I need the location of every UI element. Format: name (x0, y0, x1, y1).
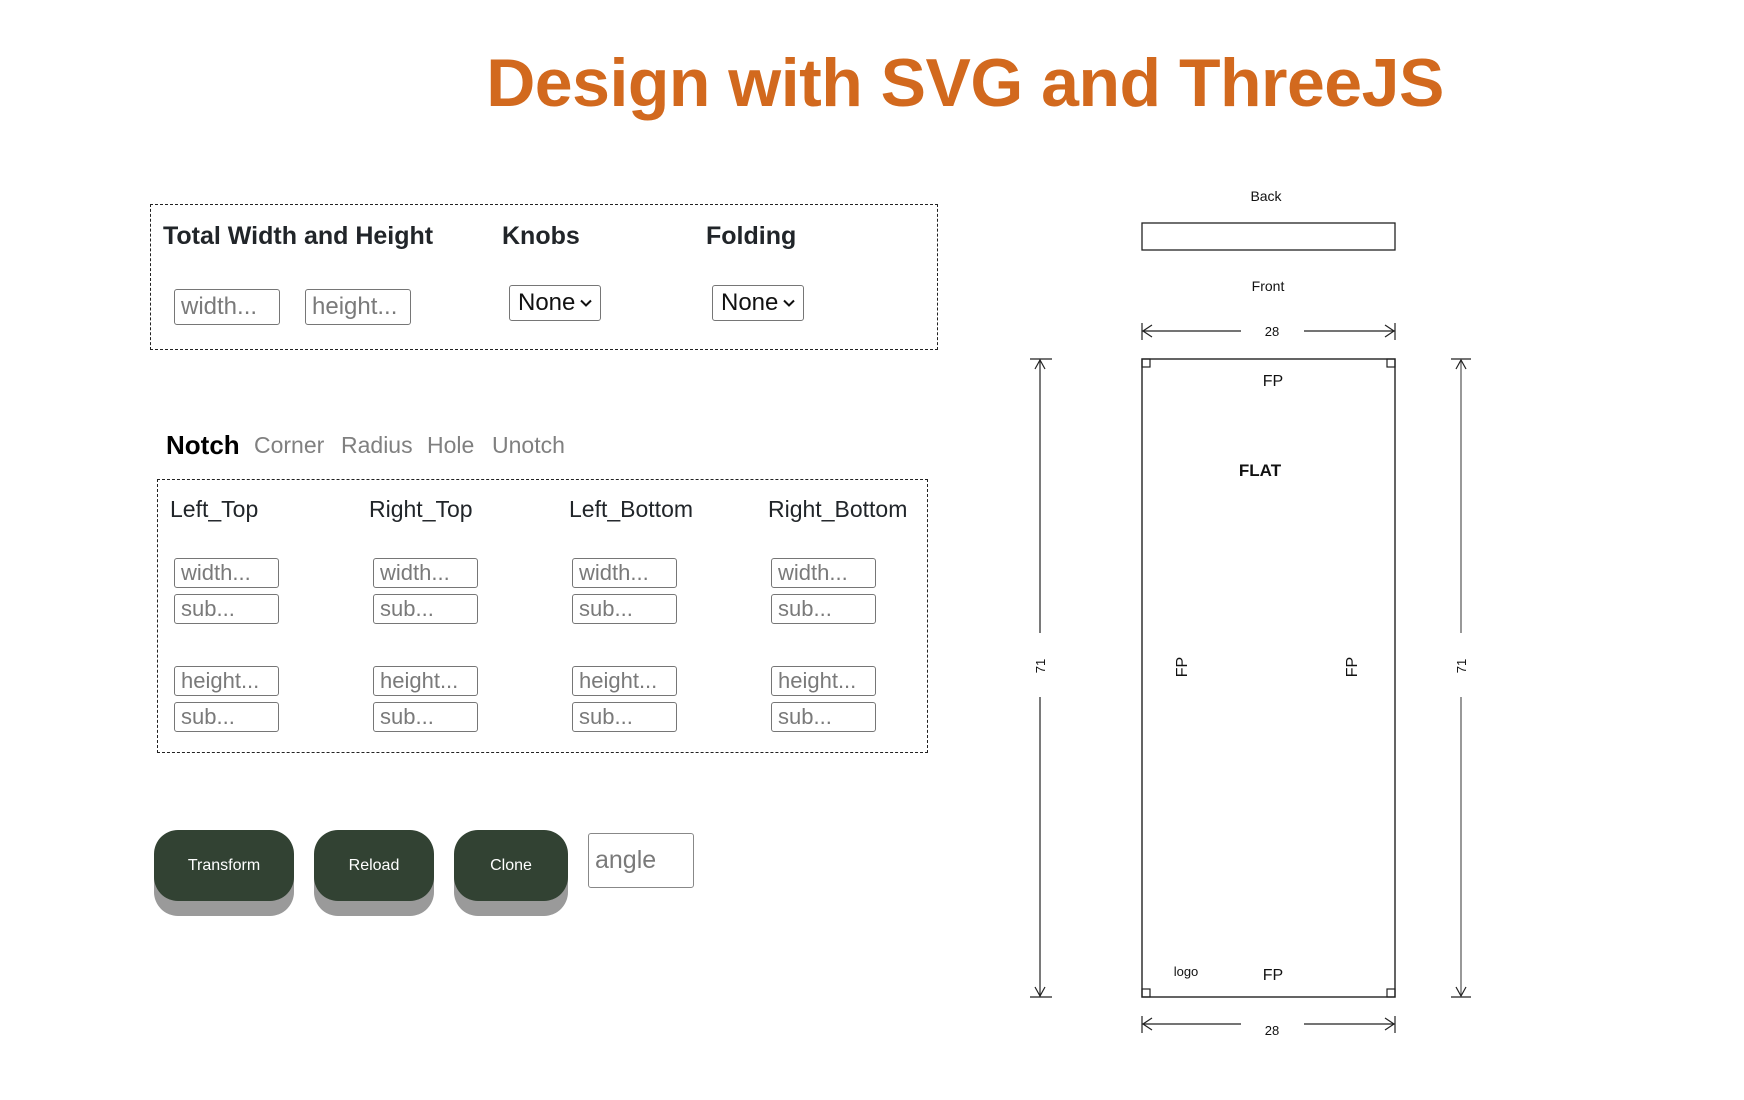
right-top-height-input[interactable] (373, 666, 478, 696)
total-height-input[interactable] (305, 289, 411, 325)
corner-label-left-bottom: Left_Bottom (569, 496, 694, 522)
tab-radius[interactable]: Radius (341, 432, 413, 458)
right-bottom-height-sub-input[interactable] (771, 702, 876, 732)
transform-button[interactable]: Transform (154, 830, 294, 901)
dimensions-panel (150, 204, 938, 350)
right-height-value: 71 (1454, 659, 1469, 673)
tab-unotch[interactable]: Unotch (492, 432, 565, 458)
front-label: Front (1252, 278, 1285, 294)
corner-label-right-top: Right_Top (369, 496, 473, 522)
top-width-value: 28 (1265, 324, 1279, 339)
left-bottom-height-input[interactable] (572, 666, 677, 696)
right-bottom-height-input[interactable] (771, 666, 876, 696)
back-panel (1141, 222, 1396, 251)
right-edge-label: FP (1344, 657, 1361, 677)
knobs-select[interactable]: None (509, 285, 601, 321)
left-top-width-sub-input[interactable] (174, 594, 279, 624)
left-bottom-width-sub-input[interactable] (572, 594, 677, 624)
folding-label: Folding (706, 222, 797, 250)
reload-button[interactable]: Reload (314, 830, 434, 901)
right-bottom-width-input[interactable] (771, 558, 876, 588)
top-edge-label: FP (1263, 373, 1283, 390)
right-bottom-width-sub-input[interactable] (771, 594, 876, 624)
tab-notch[interactable]: Notch (166, 430, 240, 460)
bottom-width-dimension (1141, 1016, 1396, 1033)
folding-select[interactable]: None (712, 285, 804, 321)
folding-select-value: None (721, 289, 779, 316)
left-edge-label: FP (1174, 657, 1191, 677)
tab-hole[interactable]: Hole (427, 432, 475, 458)
logo-label: logo (1174, 964, 1199, 979)
corner-label-right-bottom: Right_Bottom (768, 496, 908, 522)
left-top-height-sub-input[interactable] (174, 702, 279, 732)
left-bottom-height-sub-input[interactable] (572, 702, 677, 732)
left-top-height-input[interactable] (174, 666, 279, 696)
chevron-down-icon (783, 299, 796, 307)
notch-panel (157, 479, 928, 753)
angle-input[interactable] (588, 833, 694, 888)
left-height-value: 71 (1033, 659, 1048, 673)
corner-markers (1141, 358, 1396, 998)
bottom-width-value: 28 (1265, 1023, 1279, 1038)
chevron-down-icon (580, 299, 593, 307)
left-top-width-input[interactable] (174, 558, 279, 588)
left-height-dimension (1030, 358, 1052, 998)
front-panel (1141, 358, 1396, 998)
knobs-label: Knobs (502, 222, 580, 250)
right-top-width-input[interactable] (373, 558, 478, 588)
top-width-dimension (1141, 323, 1396, 340)
page-title: Design with SVG and ThreeJS (486, 45, 1444, 121)
knobs-select-value: None (518, 289, 576, 316)
total-size-label: Total Width and Height (163, 222, 434, 250)
clone-button[interactable]: Clone (454, 830, 568, 901)
total-width-input[interactable] (174, 289, 280, 325)
tab-corner[interactable]: Corner (254, 432, 325, 458)
right-top-height-sub-input[interactable] (373, 702, 478, 732)
left-bottom-width-input[interactable] (572, 558, 677, 588)
back-label: Back (1250, 188, 1282, 204)
bottom-edge-label: FP (1263, 967, 1283, 984)
right-height-dimension (1451, 358, 1471, 998)
corner-label-left-top: Left_Top (170, 496, 259, 522)
right-top-width-sub-input[interactable] (373, 594, 478, 624)
flat-label: FLAT (1239, 461, 1282, 480)
